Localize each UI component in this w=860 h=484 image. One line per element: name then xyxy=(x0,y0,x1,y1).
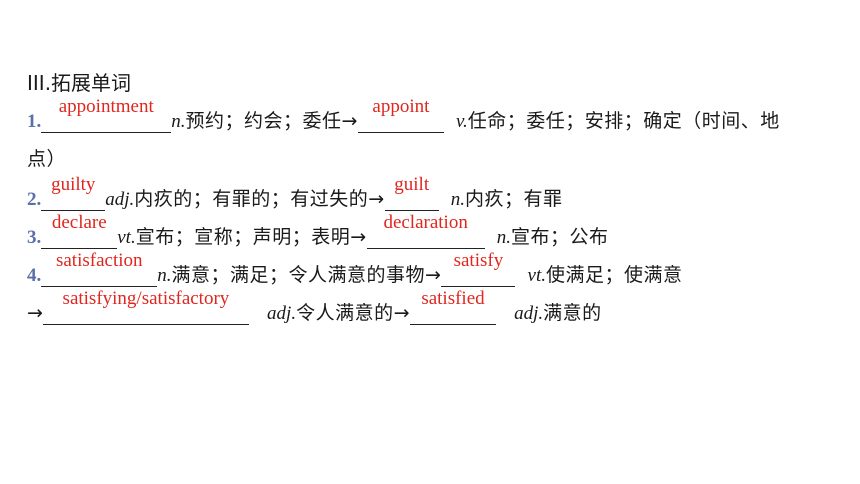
definition: 满意；满足；令人满意的事物→ xyxy=(171,264,442,286)
answer-blank: satisfied xyxy=(410,288,496,325)
answer-blank: satisfy xyxy=(441,250,516,287)
definition: 内疚；有罪 xyxy=(465,188,563,210)
arrow-symbol: → xyxy=(27,302,43,324)
answer-blank: appoint xyxy=(357,96,444,133)
answer-blank: satisfying/satisfactory xyxy=(42,288,249,325)
part-of-speech: adj. xyxy=(514,303,544,324)
answer-text: satisfy xyxy=(453,250,504,271)
definition: 任命；委任；安排；确定（时间、地 xyxy=(467,110,780,132)
definition: 宣布；公布 xyxy=(510,226,609,248)
vocab-item-1: 1. appointment n.预约；约会；委任→ appoint v.任命；委任；… xyxy=(27,96,780,138)
definition: 点） xyxy=(27,148,67,170)
answer-blank: satisfaction xyxy=(41,250,158,287)
part-of-speech: n. xyxy=(157,265,172,286)
part-of-speech: adj. xyxy=(105,189,135,210)
answer-text: satisfied xyxy=(421,288,485,309)
definition: 预约；约会；委任→ xyxy=(185,110,358,132)
definition: 满意的 xyxy=(543,302,602,324)
answer-blank: guilty xyxy=(41,174,106,211)
item-number: 4. xyxy=(27,265,42,286)
answer-blank: appointment xyxy=(41,96,172,133)
part-of-speech: vt. xyxy=(117,227,136,248)
answer-blank: declare xyxy=(41,212,118,249)
definition: 使满足；使满意 xyxy=(545,264,683,286)
section-title: III.拓展单词 xyxy=(27,71,132,95)
answer-text: satisfying/satisfactory xyxy=(62,288,230,309)
item-number: 3. xyxy=(27,227,42,248)
vocab-item-2: 2. guilty adj.内疚的；有罪的；有过失的→ guilt n.内疚；有罪 xyxy=(27,174,563,216)
definition: 令人满意的→ xyxy=(296,302,410,324)
answer-text: guilt xyxy=(394,174,430,195)
part-of-speech: vt. xyxy=(527,265,546,286)
part-of-speech: n. xyxy=(496,227,511,248)
part-of-speech: n. xyxy=(171,111,186,132)
part-of-speech: adj. xyxy=(267,303,297,324)
item-number: 2. xyxy=(27,189,42,210)
answer-blank: declaration xyxy=(366,212,485,249)
answer-text: declare xyxy=(51,212,107,233)
item-number: 1. xyxy=(27,111,42,132)
definition: 内疚的；有罪的；有过失的→ xyxy=(134,188,385,210)
part-of-speech: v. xyxy=(456,111,468,132)
answer-text: satisfaction xyxy=(55,250,143,271)
answer-blank: guilt xyxy=(384,174,439,211)
answer-text: guilty xyxy=(51,174,96,195)
vocab-item-4: 4. satisfaction n.满意；满足；令人满意的事物→ satisfy vt… xyxy=(27,250,683,292)
vocab-item-3: 3. declare vt.宣布；宣称；声明；表明→ declaration n.宣布… xyxy=(27,212,609,254)
vocab-item-4-cont: →satisfying/satisfactory adj.令人满意的→satis… xyxy=(27,288,602,330)
part-of-speech: n. xyxy=(450,189,466,210)
vocab-item-1-cont: 点） xyxy=(27,142,66,176)
definition: 宣布；宣称；声明；表明→ xyxy=(135,226,367,248)
answer-text: appoint xyxy=(372,96,430,117)
answer-text: declaration xyxy=(383,212,468,233)
answer-text: appointment xyxy=(58,96,154,117)
